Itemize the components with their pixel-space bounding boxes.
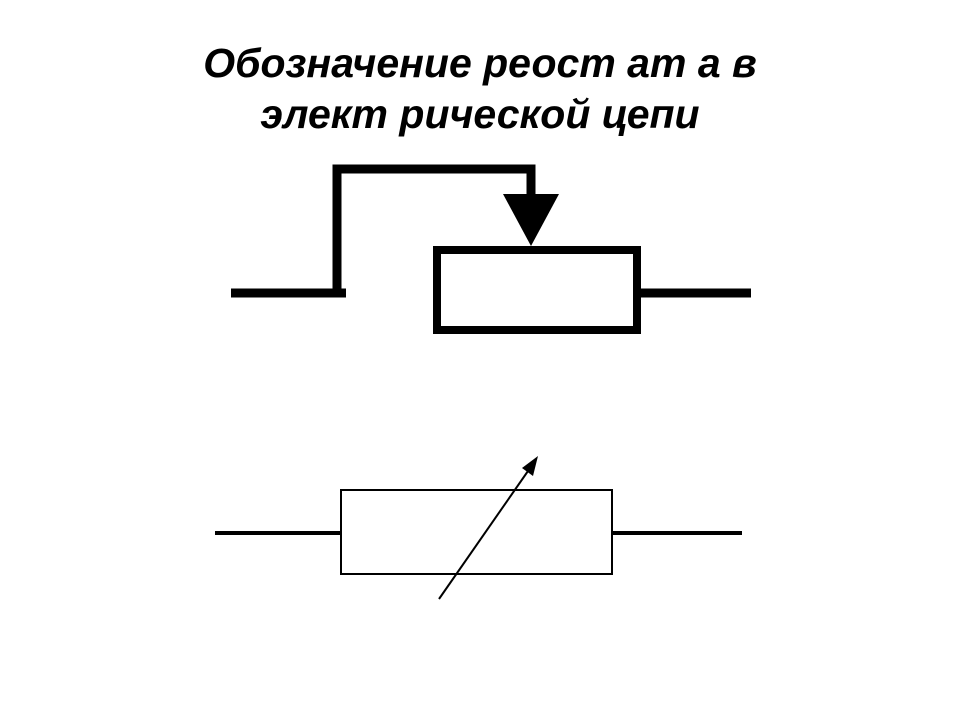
- diagram-title: Обозначение реост ат а в элект рической …: [0, 38, 960, 140]
- slider-arrow-icon: [503, 194, 559, 246]
- variable-arrow-head-icon: [522, 456, 538, 476]
- resistor-body-2: [340, 489, 613, 575]
- slider-wire: [332, 164, 536, 293]
- resistor-body: [433, 246, 641, 334]
- variable-resistor-symbol: [215, 456, 742, 600]
- title-line-2: элект рической цепи: [260, 91, 700, 137]
- variable-arrow-line: [438, 470, 529, 600]
- rheostat-symbol: [231, 164, 751, 334]
- title-line-1: Обозначение реост ат а в: [203, 40, 757, 86]
